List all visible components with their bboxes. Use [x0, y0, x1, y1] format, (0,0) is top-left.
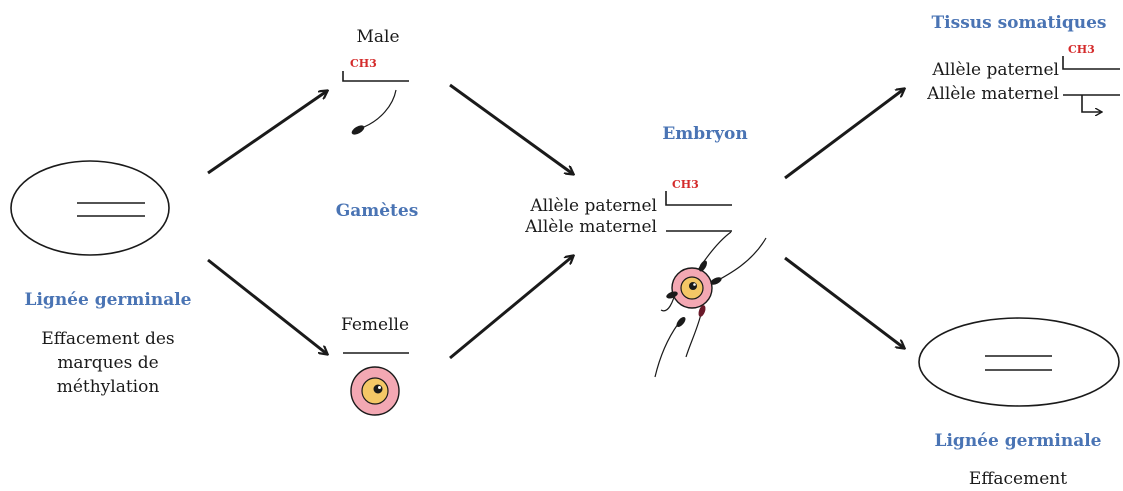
germline-cell-outline	[10, 160, 170, 256]
transcription-arrow-icon	[1081, 95, 1102, 112]
fertilization-icon	[654, 231, 767, 378]
arrow-germline-to-female	[207, 258, 327, 354]
arrow-female-to-embryo	[449, 256, 573, 360]
arrow-germline-to-male	[207, 91, 327, 175]
sperm-icon	[351, 89, 397, 135]
left-description-line-3: méthylation	[57, 377, 160, 397]
germline-cell-right	[918, 317, 1120, 407]
egg-icon	[350, 366, 400, 416]
somatic-title: Tissus somatiques	[932, 13, 1107, 33]
arrow-embryo-to-somatic	[784, 89, 904, 180]
germline-cell-left	[10, 160, 170, 256]
germline-cell-outline	[918, 317, 1120, 407]
gametes-title: Gamètes	[336, 201, 419, 221]
arrow-embryo-to-germline	[784, 256, 904, 348]
somatic-methyl-tag: CH3	[1068, 43, 1095, 56]
male-label: Male	[356, 27, 399, 47]
left-germline-title: Lignée germinale	[25, 290, 192, 310]
embryo-title: Embryon	[662, 124, 747, 144]
right-description-line-1: Effacement	[969, 469, 1067, 489]
male-allele-line	[342, 71, 409, 82]
embryo-maternal-label: Allèle maternel	[524, 217, 657, 237]
left-description-line-1: Effacement des	[41, 329, 174, 349]
male-methyl-tag: CH3	[350, 57, 377, 70]
embryo-paternal-allele-line	[665, 191, 732, 206]
right-germline-title: Lignée germinale	[935, 431, 1102, 451]
somatic-paternal-allele-line	[1062, 56, 1120, 70]
somatic-paternal-label: Allèle paternel	[931, 60, 1059, 80]
arrow-male-to-embryo	[449, 83, 573, 174]
embryo-methyl-tag: CH3	[672, 178, 699, 191]
embryo-paternal-label: Allèle paternel	[529, 196, 657, 216]
female-label: Femelle	[341, 315, 409, 335]
somatic-maternal-label: Allèle maternel	[926, 84, 1059, 104]
left-description-line-2: marques de	[57, 353, 158, 373]
